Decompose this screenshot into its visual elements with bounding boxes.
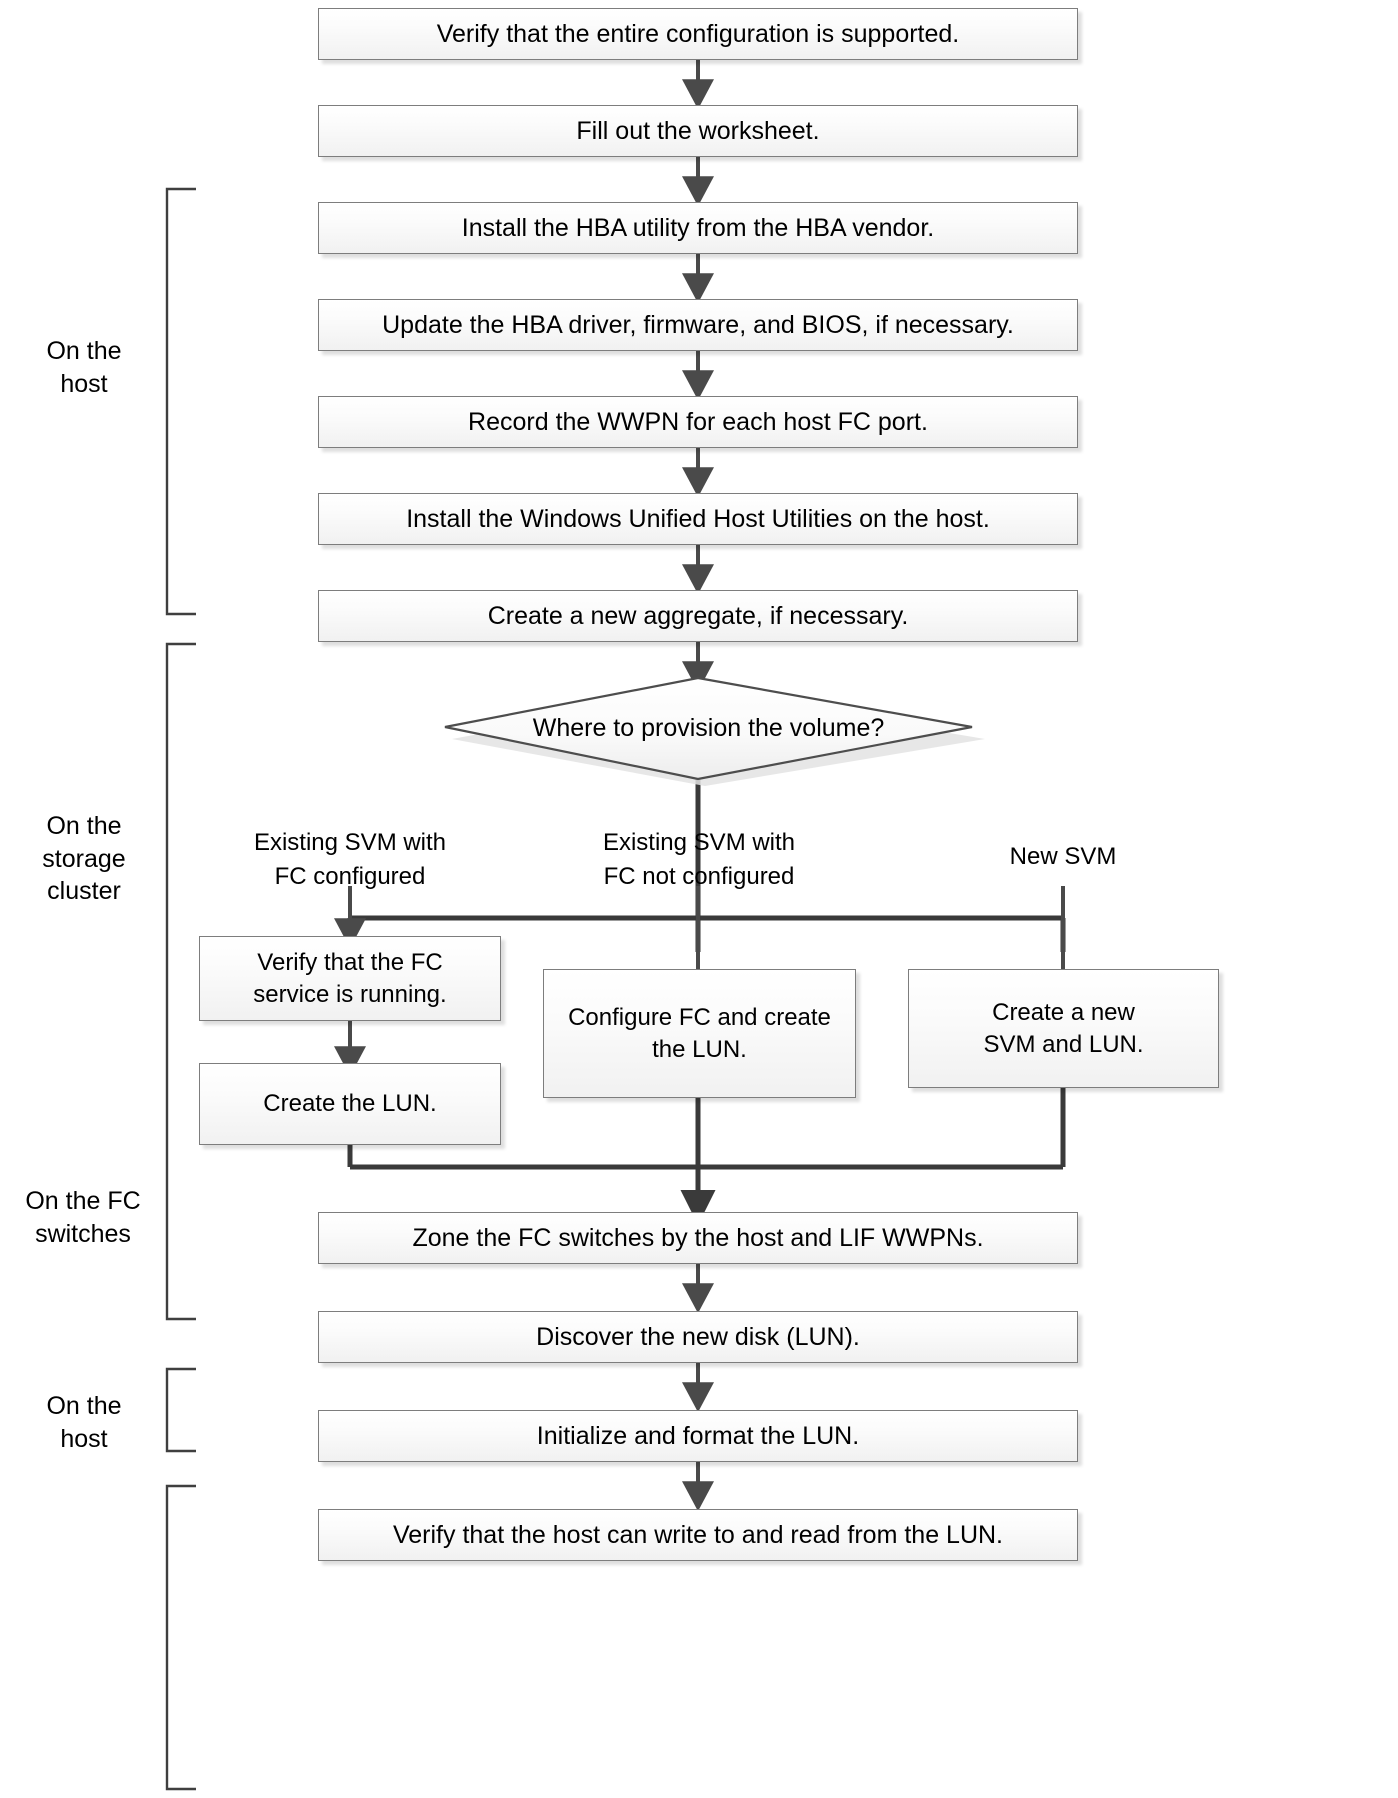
step-initialize-format-lun[interactable]: Initialize and format the LUN. xyxy=(318,1410,1078,1462)
step-discover-new-disk[interactable]: Discover the new disk (LUN). xyxy=(318,1311,1078,1363)
step-fill-worksheet[interactable]: Fill out the worksheet. xyxy=(318,105,1078,157)
decision-label: Where to provision the volume? xyxy=(532,714,885,742)
step-record-wwpn[interactable]: Record the WWPN for each host FC port. xyxy=(318,396,1078,448)
decision-where-to-provision[interactable]: Where to provision the volume? xyxy=(445,678,972,779)
branch-label-new-svm: New SVM xyxy=(1009,843,1117,870)
step-create-new-svm-and-lun[interactable]: Create a new SVM and LUN. xyxy=(908,969,1219,1088)
step-verify-fc-service-running[interactable]: Verify that the FC service is running. xyxy=(199,936,501,1021)
step-verify-write-read[interactable]: Verify that the host can write to and re… xyxy=(318,1509,1078,1561)
step-install-host-utilities[interactable]: Install the Windows Unified Host Utiliti… xyxy=(318,493,1078,545)
step-configure-fc-and-create-lun[interactable]: Configure FC and create the LUN. xyxy=(543,969,856,1098)
step-verify-configuration[interactable]: Verify that the entire configuration is … xyxy=(318,8,1078,60)
step-create-the-lun[interactable]: Create the LUN. xyxy=(199,1063,501,1145)
side-label-on-the-host-bottom: On the host xyxy=(46,1392,122,1453)
side-label-on-the-storage-cluster: On the storage cluster xyxy=(42,812,126,905)
branch-label-existing-svm-fc-configured: Existing SVM with FC configured xyxy=(253,829,447,891)
side-label-on-the-fc-switches: On the FC switches xyxy=(25,1187,141,1248)
step-create-aggregate[interactable]: Create a new aggregate, if necessary. xyxy=(318,590,1078,642)
step-install-hba-utility[interactable]: Install the HBA utility from the HBA ven… xyxy=(318,202,1078,254)
branch-label-existing-svm-fc-not-configured: Existing SVM with FC not configured xyxy=(602,829,796,891)
step-update-hba-driver[interactable]: Update the HBA driver, firmware, and BIO… xyxy=(318,299,1078,351)
step-zone-fc-switches[interactable]: Zone the FC switches by the host and LIF… xyxy=(318,1212,1078,1264)
side-label-on-the-host-top: On the host xyxy=(46,337,122,398)
